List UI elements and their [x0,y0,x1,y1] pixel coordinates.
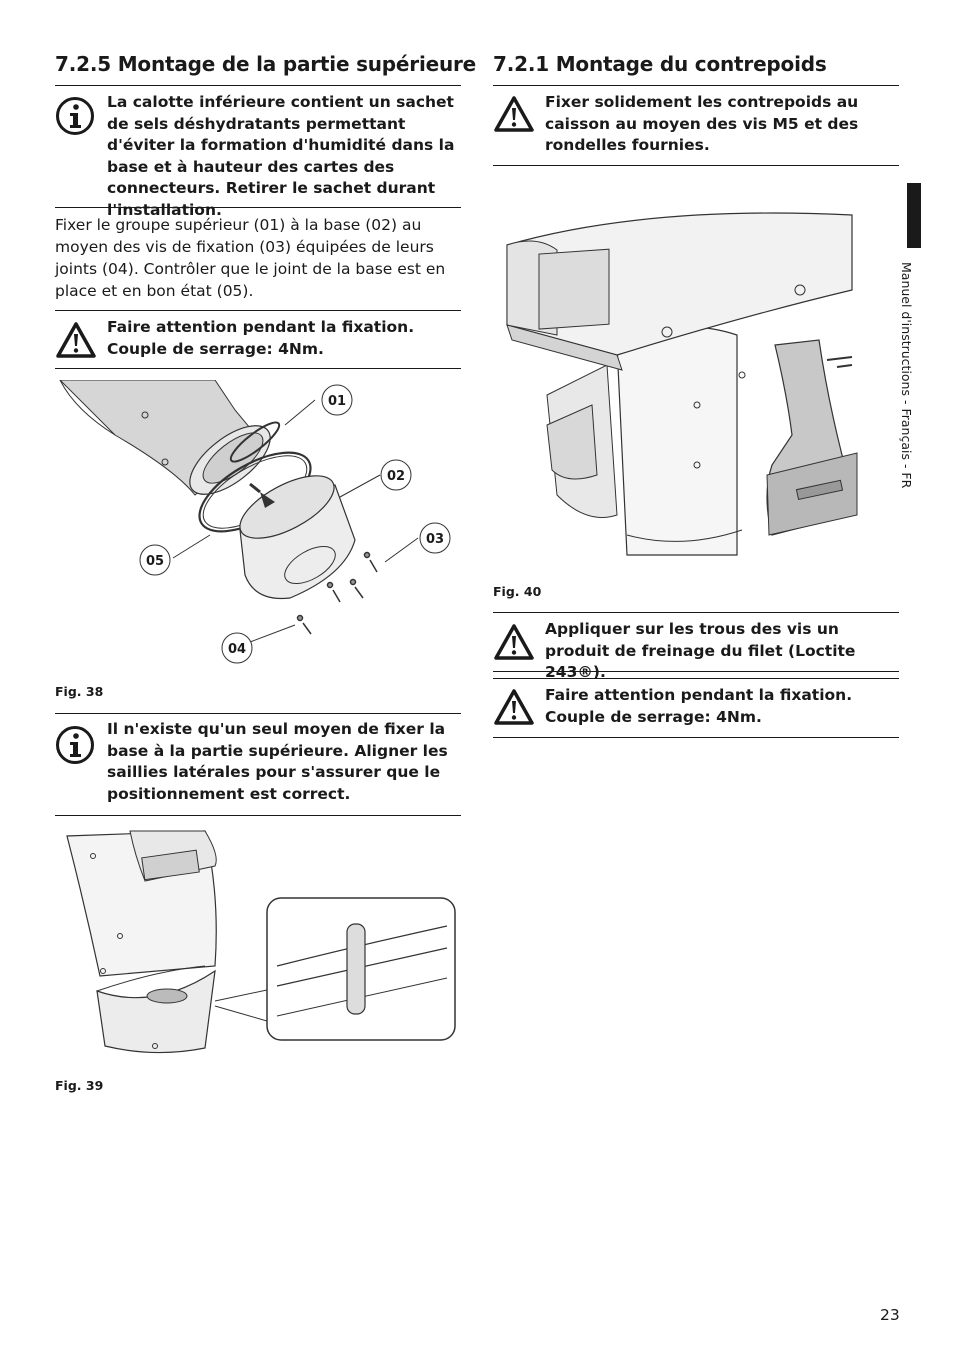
fig38-caption: Fig. 38 [55,684,104,699]
divider [55,368,461,369]
warning-note-counterweights: Fixer solidement les contrepoids au cais… [545,93,859,155]
assembly-instructions: Fixer le groupe supérieur (01) à la base… [55,216,446,300]
divider [493,165,899,166]
divider [493,671,899,672]
fig39-caption: Fig. 39 [55,1078,104,1093]
warning-icon [494,624,534,660]
callout-01: 01 [328,394,346,409]
side-label: Manuel d'instructions - Français - FR [899,262,914,489]
warning-note-torque-right: Faire attention pendant la fixation. Cou… [545,686,853,726]
divider [493,612,899,613]
info-note-alignment: Il n'existe qu'un seul moyen de fixer la… [107,720,448,803]
info-icon [56,97,94,135]
warning-note-loctite: Appliquer sur les trous des vis un produ… [545,620,856,682]
divider [55,713,461,714]
fig40-illustration [506,212,867,556]
fig40-caption: Fig. 40 [493,584,542,599]
divider [493,678,899,679]
info-icon [56,726,94,764]
divider [55,310,461,311]
callout-02: 02 [387,469,405,484]
callout-05: 05 [146,554,164,569]
warning-note-torque: Faire attention pendant la fixation. Cou… [107,318,415,358]
section-heading-right: 7.2.1 Montage du contrepoids [493,52,827,76]
warning-icon [494,689,534,725]
fig39-illustration [66,830,456,1054]
callout-03: 03 [426,532,444,547]
warning-icon [494,96,534,132]
divider [493,737,899,738]
divider [55,207,461,208]
section-heading-left: 7.2.5 Montage de la partie supérieure [55,52,477,76]
fig38-illustration: 01 02 03 05 04 [59,380,451,664]
divider [55,815,461,816]
divider [493,85,899,86]
info-note-desiccant: La calotte inférieure contient un sachet… [107,93,455,219]
chapter-tab [907,183,921,248]
page-number: 23 [880,1306,900,1324]
callout-04: 04 [228,642,246,657]
warning-icon [56,322,96,358]
divider [55,85,461,86]
